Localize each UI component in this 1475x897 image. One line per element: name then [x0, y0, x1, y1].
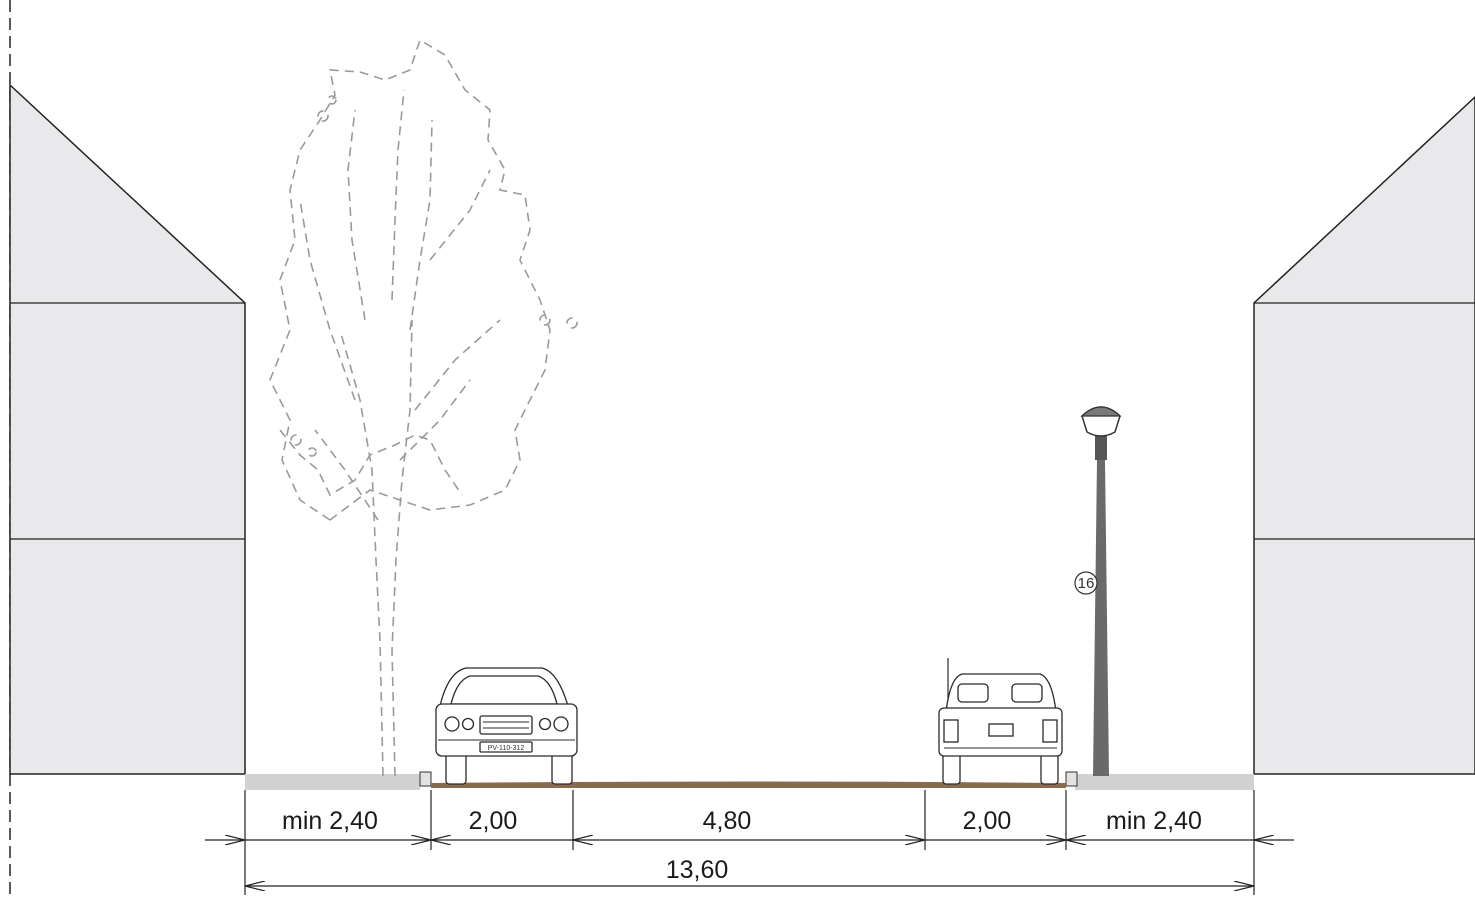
- street-lamp: 16: [1074, 406, 1122, 776]
- dim-sidewalk-left: min 2,40: [282, 807, 378, 835]
- dim-parking-right: 2,00: [963, 807, 1012, 835]
- lamp-tag: 16: [1078, 575, 1095, 592]
- curb-right: [1065, 771, 1078, 787]
- dim-total: 13,60: [666, 856, 729, 884]
- curb-left: [419, 771, 432, 787]
- building-left: [9, 83, 246, 775]
- car-left-front: PV-110-312: [435, 667, 578, 785]
- dimension-ticks: [244, 790, 1255, 895]
- tree-outline: [269, 38, 578, 777]
- sidewalk-right-surface: [1075, 774, 1254, 790]
- car-right-rear: [938, 658, 1063, 785]
- license-plate: PV-110-312: [488, 745, 525, 752]
- dim-parking-left: 2,00: [469, 807, 518, 835]
- lamp-tag-circle: [1074, 571, 1098, 595]
- road-surface: [431, 781, 1066, 788]
- dim-carriageway: 4,80: [703, 807, 752, 835]
- dim-sidewalk-right: min 2,40: [1106, 807, 1202, 835]
- building-right: [1253, 95, 1475, 775]
- sidewalk-left-surface: [245, 774, 420, 790]
